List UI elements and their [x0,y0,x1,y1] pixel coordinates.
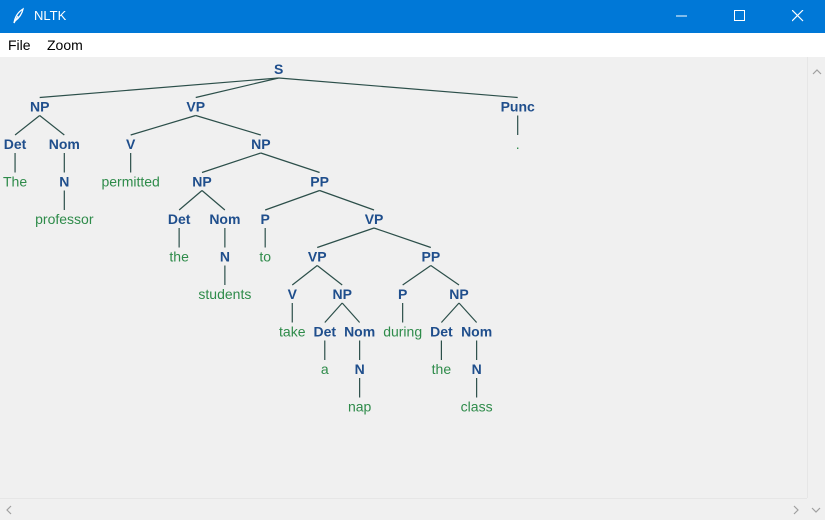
tree-edge-n0-1-1-0-0 [178,190,203,211]
tree-edge-n0-1-1-1-1-0-1-1 [341,302,361,323]
close-button[interactable] [775,0,821,33]
parse-tree: SNPDetTheNomNprofessorVPVpermittedNPNPDe… [3,61,535,415]
tree-edge-n0-0-0 [14,115,41,136]
tree-edge-n0-1 [195,77,279,99]
tree-edge-n0-1-0 [130,114,196,136]
tree-node-n0-1-0[interactable]: V [126,136,136,152]
scroll-corner [807,498,825,513]
window-title: NLTK [34,8,67,23]
tree-node-n0-0-0[interactable]: Det [4,136,27,152]
tree-node-n0-0-1[interactable]: Nom [49,136,80,152]
tree-node-n0-1-1-0-0[interactable]: Det [168,211,191,227]
tree-node-n0-1-1-1-1-0[interactable]: VP [308,249,327,265]
scroll-right-icon[interactable] [792,502,800,520]
tree-edge-n0-1-1-1-1-0-1 [316,265,343,286]
tree-node-n0-1-1-0-1-0[interactable]: N [220,249,230,265]
title-bar: NLTK [0,0,825,33]
tree-leaf-n0-2-0[interactable]: . [516,136,520,152]
tree-leaf-n0-0-0-0[interactable]: The [3,174,27,190]
vertical-scrollbar[interactable] [807,57,825,498]
tree-node-n0-0[interactable]: NP [30,99,49,115]
tree-leaf-n0-1-1-1-0-0[interactable]: to [259,249,271,265]
tree-edge-n0-0-1 [39,115,65,136]
tree-leaf-n0-1-1-0-0-0[interactable]: the [169,249,189,265]
tree-node-n0-1-1-1-0[interactable]: P [261,211,270,227]
tree-node-n0-1-1-1-1-0-1-1-0[interactable]: N [355,361,365,377]
maximize-button[interactable] [717,0,763,33]
menu-bar: File Zoom [0,33,825,57]
menu-zoom[interactable]: Zoom [47,37,83,53]
tree-node-n0-1-1-1-1-1-1[interactable]: NP [449,286,468,302]
tree-leaf-n0-1-0-0[interactable]: permitted [101,174,159,190]
tree-edge-n0-1-1-1-1-1-1-0 [440,302,460,323]
tree-node-n0-1-1-1-1-0-1-0[interactable]: Det [314,324,337,340]
tree-edge-n0-1-1-1-1 [319,189,375,211]
tree-leaf-n0-1-1-1-1-0-1-0-0[interactable]: a [321,361,329,377]
scroll-left-icon[interactable] [5,502,13,520]
tree-leaf-n0-1-1-0-1-0-0[interactable]: students [198,286,251,302]
tree-node-n0-1-1-0-1[interactable]: Nom [209,211,240,227]
tree-edge-n0-1-1-1-1-1-0 [402,265,432,286]
tree-node-n0-1-1-1-1-1-1-1-0[interactable]: N [472,361,482,377]
feather-icon [8,6,28,26]
tree-node-n0-1[interactable]: VP [186,99,205,115]
tree-node-n0-1-1[interactable]: NP [251,136,270,152]
tree-leaf-n0-1-1-1-1-0-1-1-0-0[interactable]: nap [348,399,372,415]
tree-edge-n0-1-1-1-1-0-0 [291,265,318,286]
tree-node-n0-1-1-0[interactable]: NP [192,174,211,190]
tree-leaf-n0-0-1-0-0[interactable]: professor [35,211,94,227]
tree-edge-n0-2 [278,77,518,99]
tree-node-n0-1-1-1-1-0-1[interactable]: NP [332,286,351,302]
minimize-button[interactable] [659,0,705,33]
tree-node-n0-1-1-1-1-0-1-1[interactable]: Nom [344,324,375,340]
tree-edge-n0-1-1-1-1-1-1 [430,265,460,286]
tree-node-n0-1-1-1-1-0-0[interactable]: V [288,286,298,302]
tree-node-n0-1-1-1-1-1-1-0[interactable]: Det [430,324,453,340]
tree-node-n0-1-1-1-1-1-1-1[interactable]: Nom [461,324,492,340]
tree-node-n0-0-1-0[interactable]: N [59,174,69,190]
scroll-up-icon[interactable] [812,63,822,81]
tree-edge-n0-0 [39,77,279,99]
tree-edge-n0-1-1-1-1-1-1-1 [458,302,478,323]
tree-node-n0-2[interactable]: Punc [501,99,535,115]
tree-node-n0-1-1-1[interactable]: PP [310,174,329,190]
scroll-down-icon[interactable] [811,501,821,519]
tree-leaf-n0-1-1-1-1-1-1-0-0[interactable]: the [432,361,452,377]
tree-leaf-n0-1-1-1-1-1-0-0[interactable]: during [383,324,422,340]
tree-leaf-n0-1-1-1-1-1-1-1-0-0[interactable]: class [461,399,493,415]
tree-node-n0-1-1-1-1[interactable]: VP [365,211,384,227]
tree-edge-n0-1-1-1-1-1 [373,227,432,249]
menu-file[interactable]: File [8,37,31,53]
tree-edge-n0-1-1-0 [201,152,261,174]
tree-edge-n0-1-1-1-0 [264,189,320,211]
tree-edge-n0-1-1-1 [260,152,320,174]
tree-edge-n0-1-1 [195,114,261,136]
tree-node-n0[interactable]: S [274,61,283,77]
horizontal-scrollbar[interactable] [0,498,807,515]
tree-node-n0-1-1-1-1-1[interactable]: PP [421,249,440,265]
tree-edge-n0-1-1-1-1-0 [317,227,375,249]
tree-node-n0-1-1-1-1-1-0[interactable]: P [398,286,407,302]
tree-edge-n0-1-1-0-1 [201,190,226,211]
tree-edge-n0-1-1-1-1-0-1-0 [324,302,343,323]
tree-leaf-n0-1-1-1-1-0-0-0[interactable]: take [279,324,306,340]
